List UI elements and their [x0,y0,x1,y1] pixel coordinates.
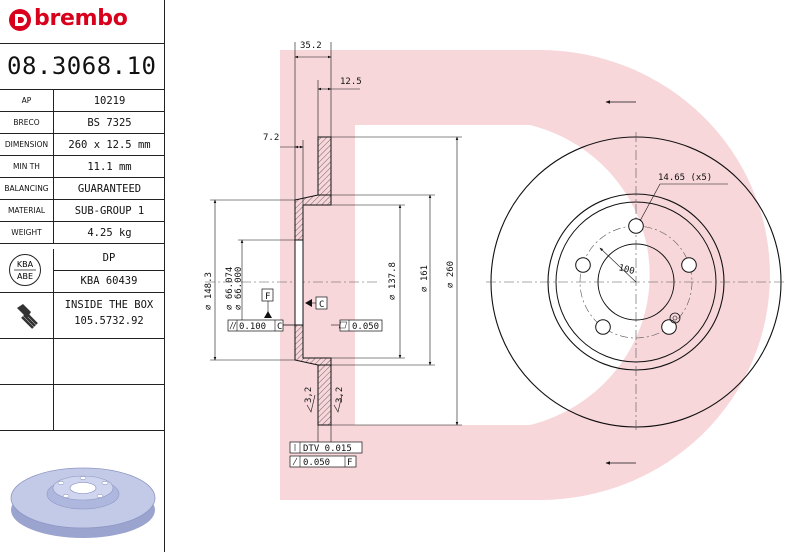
dim-260: ⌀ 260 [446,261,456,288]
brand-name: brembo [34,6,128,31]
kba-block: KBA ABE DP KBA 60439 [0,249,165,293]
pcd-label: 100 [617,263,635,277]
inside-box-block: INSIDE THE BOX 105.5732.92 [0,293,165,339]
spec-value: 4.25 kg [53,221,165,244]
disc-rim-lower [317,364,332,426]
inside-box-title: INSIDE THE BOX [64,299,154,311]
hat-lower [294,324,332,366]
part-number-text: 08.3068.10 [7,52,157,80]
datum-c: C [319,300,324,310]
dim-161: ⌀ 161 [420,265,430,292]
spec-key: MATERIAL [0,199,54,222]
tol-par: 0.050 [352,322,379,332]
kba-badge-top: KBA [17,260,34,269]
disc-rim-upper [317,136,332,196]
spec-value: BS 7325 [53,111,165,134]
holes-label: 14.65 (x5) [658,173,712,183]
roughness-right: 3,2 [335,387,345,403]
hat-upper [294,194,332,241]
screw-icon [12,303,38,329]
dtv-value: DTV 0.015 [303,444,352,454]
disc-front-view: 100 14.65 (x5) [486,100,786,465]
kba-badge-bottom: ABE [17,272,33,281]
runout-value: 0.050 [303,458,330,468]
tol-flat: 0.100 [239,322,266,332]
inside-box-part: 105.5732.92 [74,315,144,327]
empty-row [0,385,165,431]
flatness-frame [227,319,284,332]
dim-148-3: ⌀ 148.3 [204,272,214,310]
spec-value: 10219 [53,90,165,112]
tol-flat-ref: C [277,322,282,332]
spec-key: BRECO [0,111,54,134]
spec-key: AP [0,90,54,112]
dim-66-074: ⌀ 66.074 [225,267,235,310]
brembo-logo-icon [9,9,31,31]
dim-7-2: 7.2 [263,133,279,143]
datum-f: F [265,292,270,302]
spec-key: MIN TH [0,155,54,178]
dim-66-000: ⌀ 66.000 [234,267,244,310]
part-number: 08.3068.10 [0,44,165,90]
spec-key: WEIGHT [0,221,54,244]
technical-drawing: 35.2 12.5 7.2 ⌀ 148.3 ⌀ 66.074 ⌀ 66.000 … [204,41,786,468]
spec-value: GUARANTEED [53,177,165,200]
dim-35-2: 35.2 [300,41,322,51]
spec-key: BALANCING [0,177,54,200]
runout-frame [289,455,357,468]
spec-value: SUB-GROUP 1 [53,199,165,222]
spec-value: 260 x 12.5 mm [53,133,165,156]
dtv-frame [289,441,363,454]
roughness-left: 3,2 [304,387,314,403]
spec-value: 11.1 mm [53,155,165,178]
dp-label: DP [102,252,116,264]
kba-badge-icon: KBA ABE [9,254,41,286]
spec-key: DIMENSION [0,133,54,156]
kba-number: KBA 60439 [80,275,138,287]
dim-137-8: ⌀ 137.8 [388,262,398,300]
empty-row [0,339,165,385]
runout-ref: F [347,458,352,468]
dim-12-5: 12.5 [340,77,362,87]
brand-header: brembo [0,0,165,44]
disc-render [10,467,156,538]
